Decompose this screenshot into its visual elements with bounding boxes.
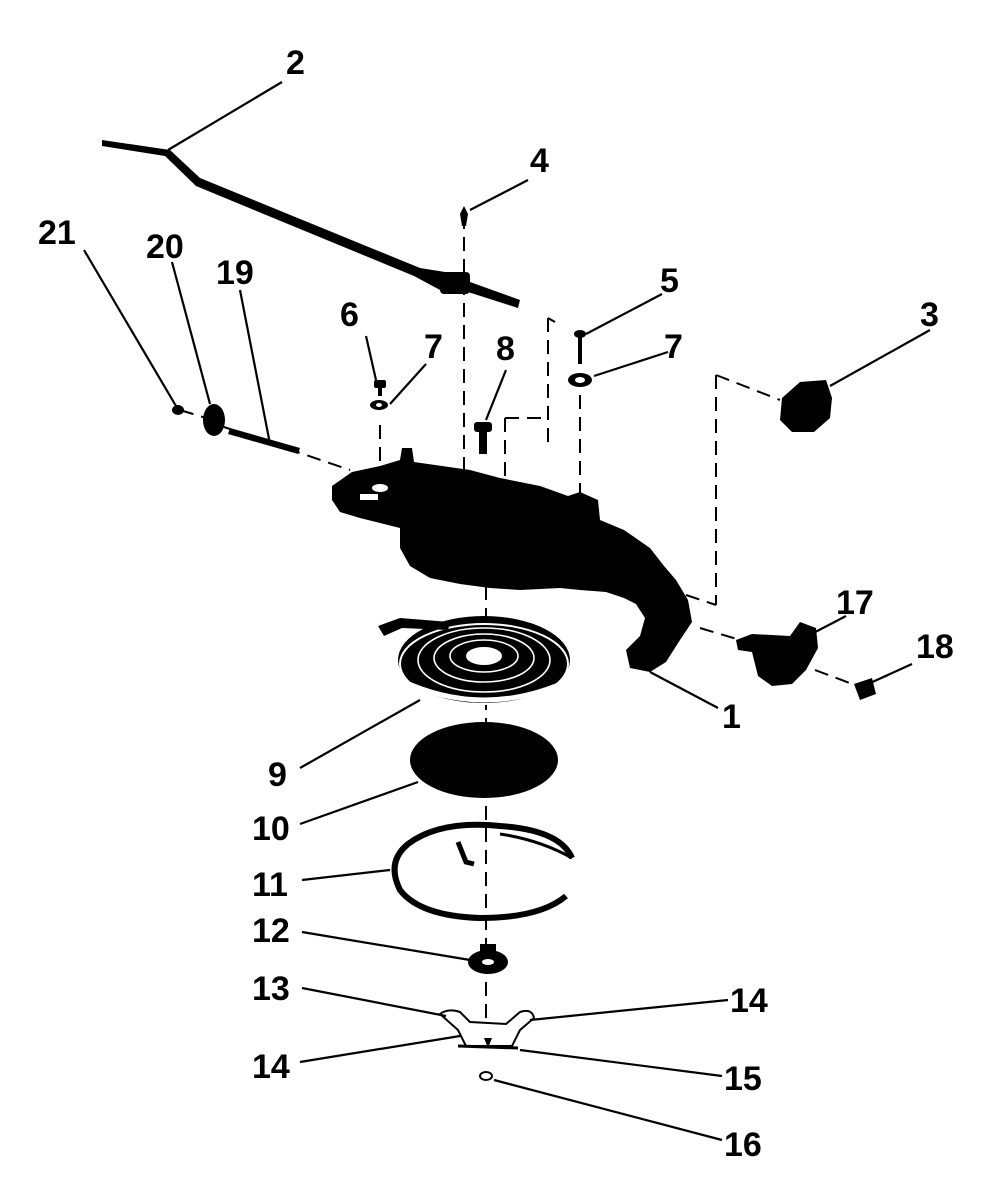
part-8-bolt: [474, 422, 492, 454]
callout-18: 18: [916, 628, 954, 666]
part-7-washer-left: [370, 400, 388, 410]
callout-14-right: 14: [730, 982, 768, 1020]
callout-7-right: 7: [664, 328, 683, 366]
part-10-disc: [410, 722, 558, 798]
callout-6: 6: [340, 296, 359, 334]
part-6-screw: [374, 380, 386, 396]
callout-13: 13: [252, 970, 290, 1008]
part-2-shaft: [102, 140, 520, 308]
callout-9: 9: [268, 756, 287, 794]
callout-4: 4: [530, 142, 549, 180]
part-16-clip: [479, 1071, 493, 1081]
callout-19: 19: [216, 254, 254, 292]
callout-12: 12: [252, 912, 290, 950]
callout-21: 21: [38, 214, 76, 252]
part-11-spring: [391, 821, 575, 922]
callout-3: 3: [920, 296, 939, 334]
callout-15: 15: [724, 1060, 762, 1098]
callout-14-left: 14: [252, 1048, 290, 1086]
callout-1: 1: [722, 698, 741, 736]
callout-20: 20: [146, 228, 184, 266]
callout-labels: 2 4 5 7 3 6 7 8 21 20 19 17 18 1 9 10 11…: [38, 44, 954, 1164]
part-7-washer-right: [568, 373, 592, 387]
callout-11: 11: [252, 866, 288, 904]
part-20-knob: [203, 404, 225, 436]
part-9-pulley: [378, 616, 572, 705]
part-17-latch: [736, 622, 818, 686]
callout-2: 2: [286, 44, 305, 82]
callout-10: 10: [252, 810, 290, 848]
callout-7-left: 7: [424, 328, 443, 366]
callout-8: 8: [496, 330, 515, 368]
part-5-screw: [574, 330, 586, 364]
callout-5: 5: [660, 262, 679, 300]
part-12-nut: [468, 944, 508, 974]
part-1-housing: [332, 448, 692, 672]
callout-16: 16: [724, 1126, 762, 1164]
part-15-screw: [484, 1038, 492, 1048]
part-3-bracket: [780, 380, 832, 432]
leader-lines: [83, 81, 931, 1142]
assembly-lines: [179, 215, 856, 1045]
part-19-rod: [228, 428, 300, 454]
callout-17: 17: [836, 584, 874, 622]
part-21-clip: [172, 405, 184, 415]
part-4-pin: [460, 206, 468, 226]
